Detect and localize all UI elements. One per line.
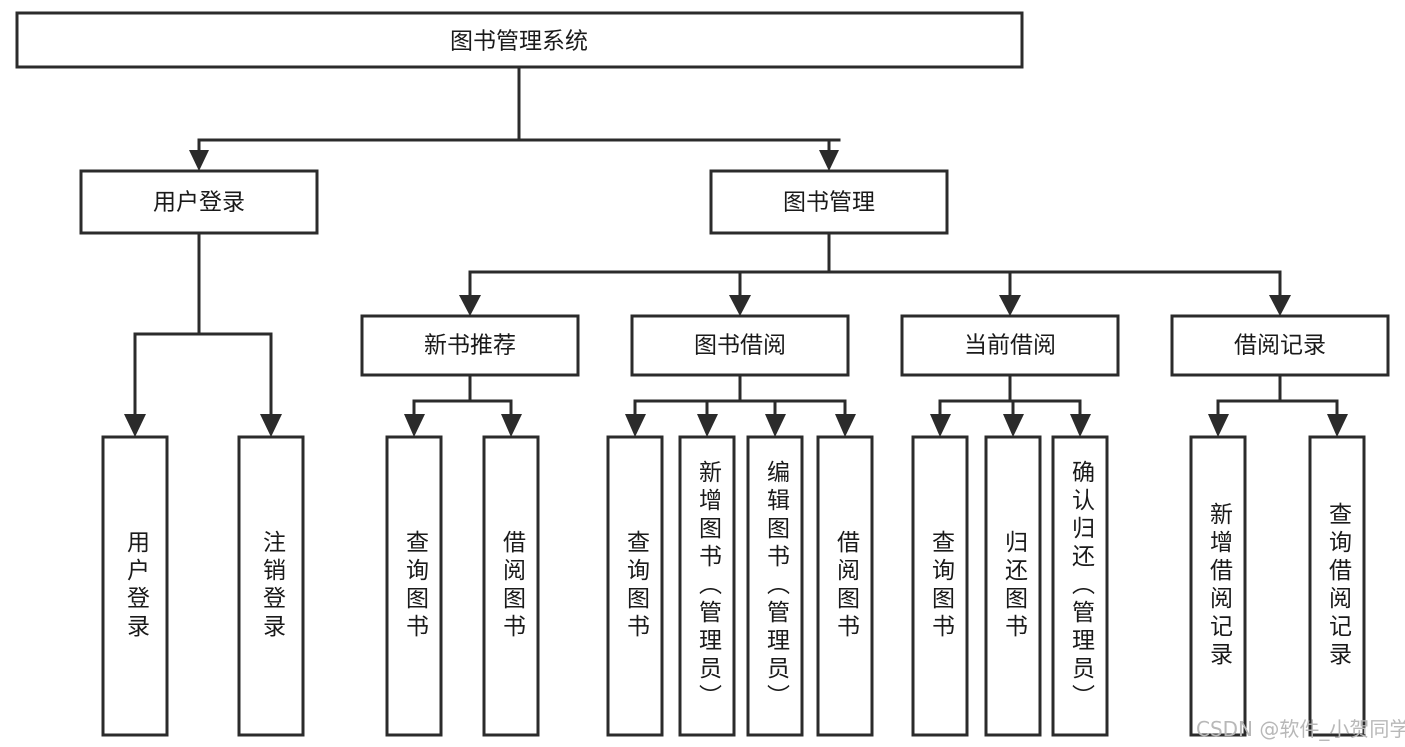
arrow-head-icon [404,414,425,437]
node-leaf-query-borrow-record-box[interactable] [1308,435,1366,737]
arrow-head-icon [1327,414,1348,437]
node-leaf-add-borrow-record-box[interactable] [1189,435,1247,737]
node-leaf-query-book-rec[interactable] [385,435,443,737]
node-new-book-recommend-box[interactable] [360,314,580,377]
node-leaf-query-book-borrow[interactable] [606,435,664,737]
node-borrow-record-label: 借阅记录 [1234,333,1326,359]
node-leaf-borrow-book-rec[interactable] [482,435,540,737]
arrow-head-icon [729,295,751,316]
node-book-borrow[interactable]: 图书借阅 [630,314,850,377]
node-new-book-recommend-label: 新书推荐 [424,333,516,359]
node-leaf-query-book-cur-box[interactable] [911,435,969,737]
node-user-login-label: 用户登录 [153,190,245,216]
arrow-head-icon [625,414,646,437]
arrow-head-icon [999,295,1021,316]
node-leaf-logout-box[interactable] [237,435,305,737]
arrow-head-icon [819,150,839,171]
arrow-head-icon [1269,295,1291,316]
node-leaf-return-book[interactable] [984,435,1042,737]
node-leaf-borrow-book[interactable] [816,435,874,737]
node-borrow-record[interactable]: 借阅记录 [1170,314,1390,377]
node-current-borrow-label: 当前借阅 [964,333,1056,359]
node-new-book-recommend[interactable]: 新书推荐 [360,314,580,377]
arrow-head-icon [501,414,522,437]
arrow-head-icon [1208,414,1229,437]
node-book-borrow-label: 图书借阅 [694,333,786,359]
node-leaf-add-book-admin-box[interactable] [678,435,736,737]
arrow-head-icon [1003,414,1024,437]
node-root-box[interactable] [15,11,1024,69]
node-leaf-query-book-rec-box[interactable] [385,435,443,737]
node-leaf-return-book-box[interactable] [984,435,1042,737]
arrow-head-icon [930,414,951,437]
node-book-manage-label: 图书管理 [783,190,875,216]
arrowhead-layer [124,150,1348,437]
arrow-head-icon [459,295,481,316]
arrow-head-icon [189,150,209,171]
node-leaf-query-borrow-record[interactable] [1308,435,1366,737]
node-borrow-record-box[interactable] [1170,314,1390,377]
node-leaf-confirm-return-admin-box[interactable] [1051,435,1109,737]
node-leaf-edit-book-admin-box[interactable] [746,435,804,737]
arrow-head-icon [260,414,282,437]
arrow-head-icon [697,414,718,437]
node-leaf-add-book-admin[interactable] [678,435,736,737]
node-leaf-user-login-box[interactable] [101,435,169,737]
node-book-manage-box[interactable] [709,169,949,235]
node-leaf-logout[interactable] [237,435,305,737]
node-leaf-add-borrow-record[interactable] [1189,435,1247,737]
node-current-borrow[interactable]: 当前借阅 [900,314,1120,377]
node-current-borrow-box[interactable] [900,314,1120,377]
node-book-manage[interactable]: 图书管理 [709,169,949,235]
node-leaf-query-book-cur[interactable] [911,435,969,737]
node-leaf-edit-book-admin[interactable] [746,435,804,737]
node-leaf-query-book-borrow-box[interactable] [606,435,664,737]
arrow-head-icon [835,414,856,437]
node-user-login[interactable]: 用户登录 [79,169,319,235]
node-user-login-box[interactable] [79,169,319,235]
arrow-head-icon [765,414,786,437]
connector-layer [133,65,1339,418]
node-leaf-borrow-book-rec-box[interactable] [482,435,540,737]
node-book-borrow-box[interactable] [630,314,850,377]
arrow-head-icon [1070,414,1091,437]
node-leaf-confirm-return-admin[interactable] [1051,435,1109,737]
arrow-head-icon [124,414,146,437]
node-leaf-borrow-book-box[interactable] [816,435,874,737]
node-root-label: 图书管理系统 [450,29,588,55]
node-leaf-user-login[interactable] [101,435,169,737]
node-root[interactable]: 图书管理系统 [15,11,1024,69]
